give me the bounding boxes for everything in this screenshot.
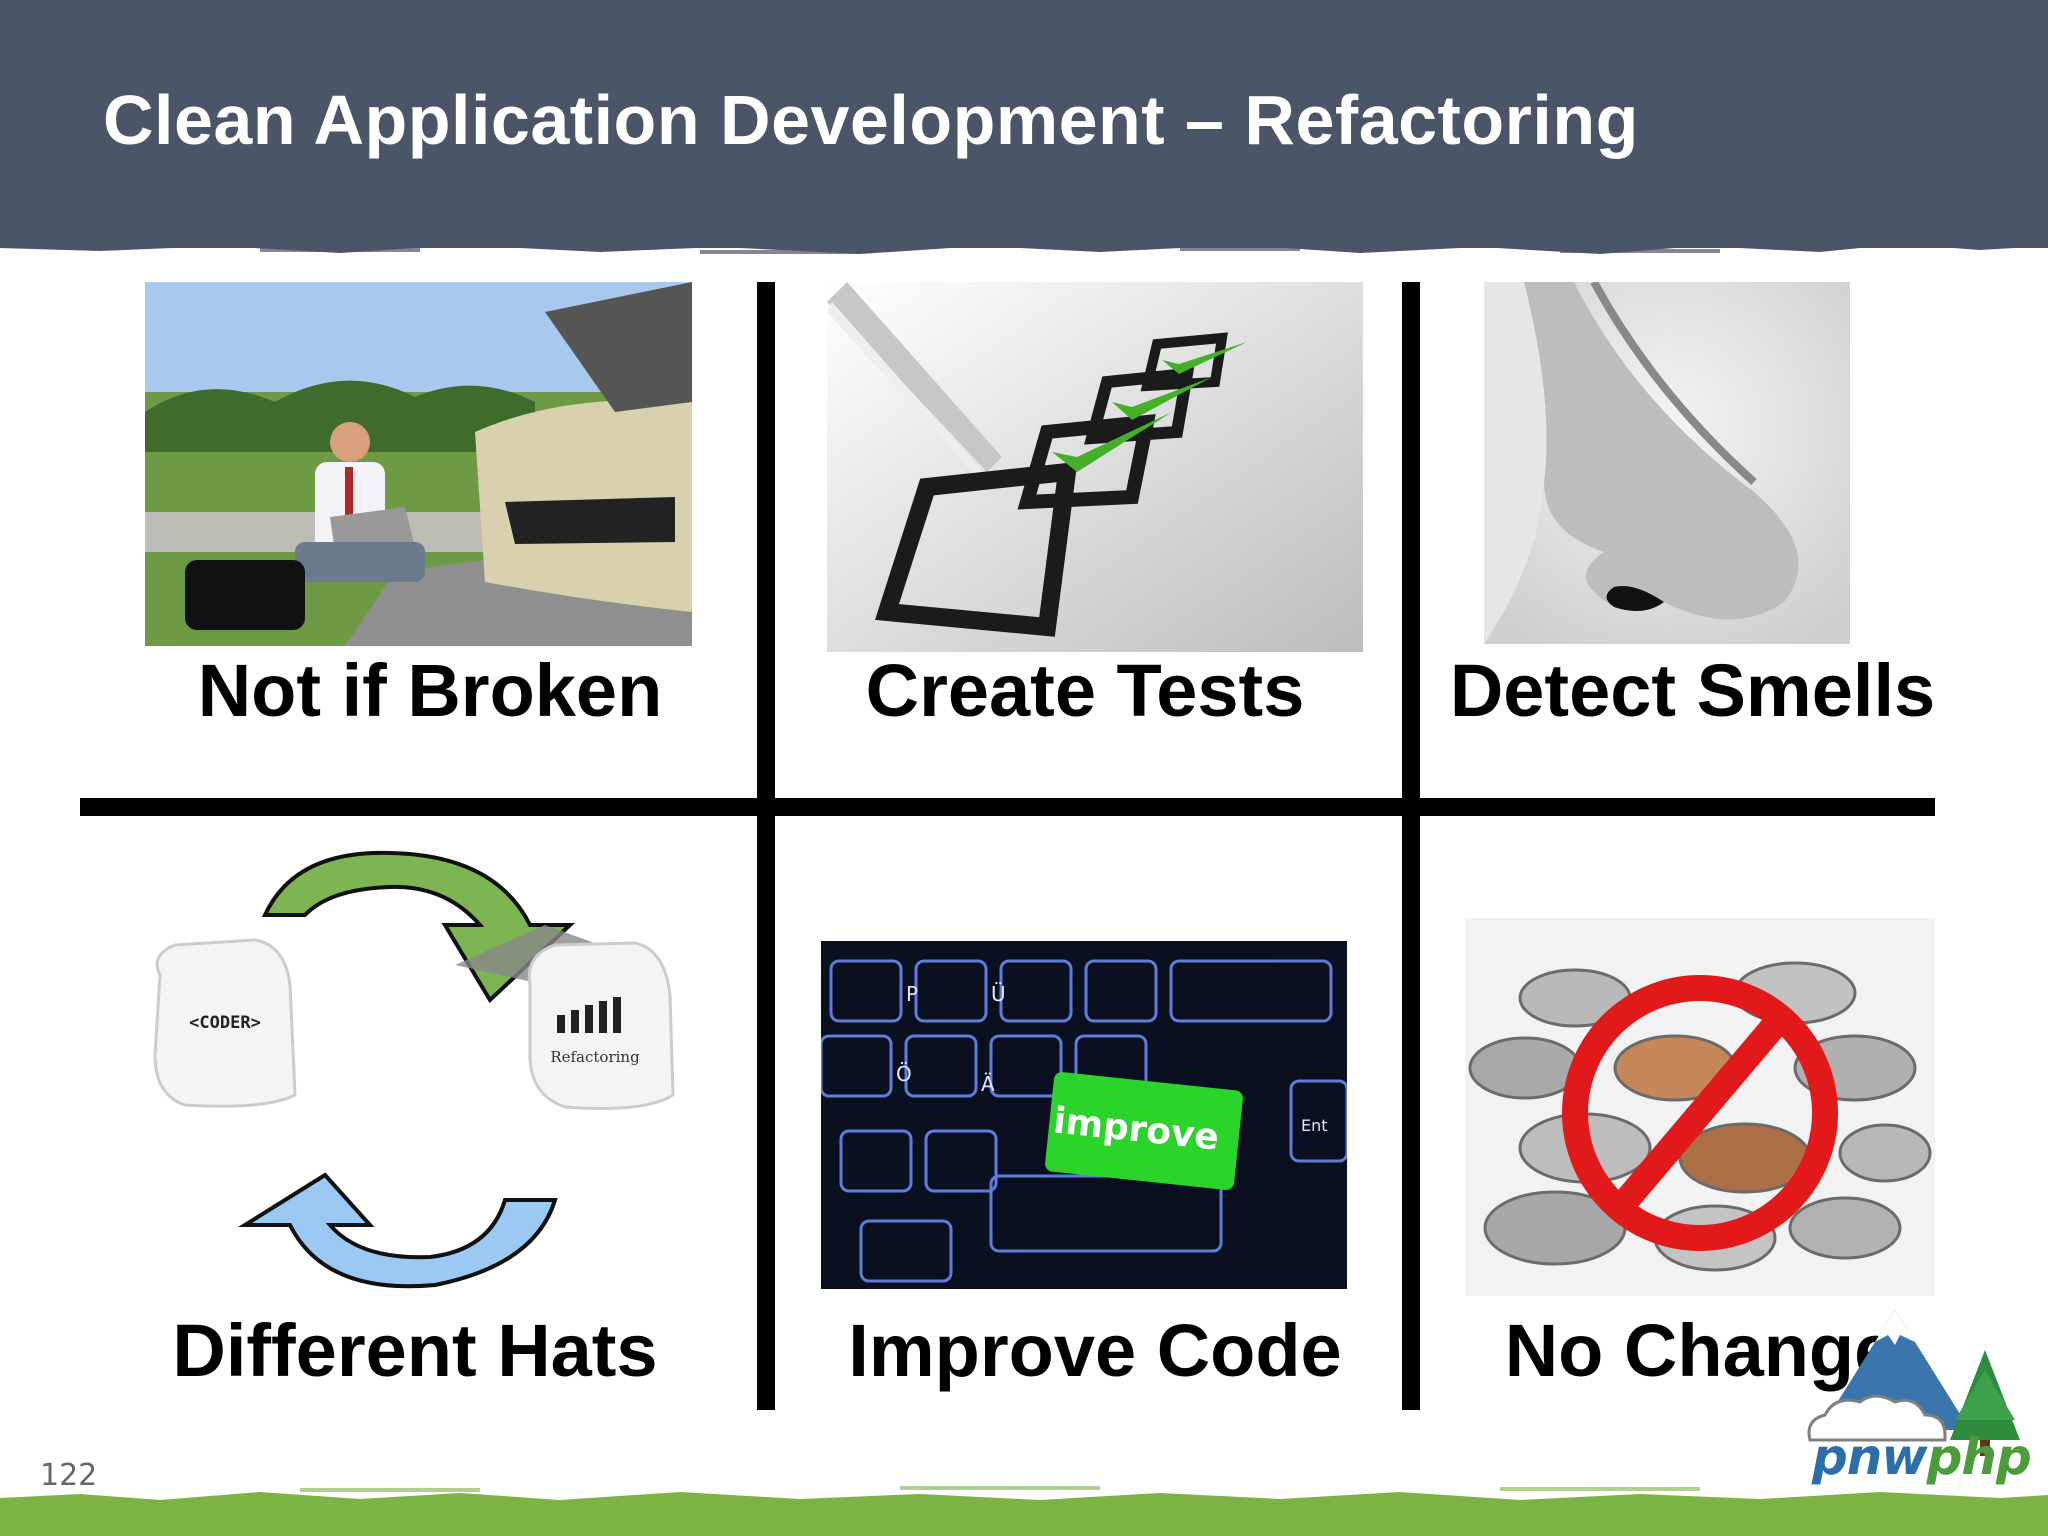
caption-create-tests: Create Tests — [865, 649, 1305, 732]
caption-different-hats: Different Hats — [172, 1309, 658, 1392]
page-number: 122 — [40, 1458, 98, 1493]
key-enter: Ent — [1301, 1116, 1328, 1135]
logo-text-php: php — [1926, 1428, 2032, 1486]
pnwphp-logo-text: pnwphp — [1812, 1428, 2032, 1486]
header-brush-edge — [0, 226, 2048, 254]
checklist-photo — [827, 282, 1363, 652]
no-change-coins-photo — [1465, 918, 1935, 1296]
caption-improve-code: Improve Code — [848, 1309, 1342, 1392]
vertical-divider-right — [1402, 282, 1420, 1410]
refactoring-hat-label: Refactoring — [550, 1048, 640, 1066]
broken-car-photo — [145, 282, 692, 646]
logo-text-pnw: pnw — [1812, 1428, 1928, 1486]
vertical-divider-left — [757, 282, 775, 1410]
caption-not-if-broken: Not if Broken — [197, 649, 663, 732]
horizontal-divider — [80, 798, 1935, 816]
coder-hat-label: <CODER> — [189, 1013, 261, 1033]
caption-detect-smells: Detect Smells — [1449, 649, 1936, 732]
nose-photo — [1484, 282, 1850, 644]
pnwphp-logo — [1807, 1310, 2020, 1456]
footer-grass-band — [0, 1486, 2048, 1536]
key-a-umlaut: Ä — [981, 1072, 995, 1096]
hats-cycle-diagram: <CODER> Refactoring — [145, 845, 690, 1295]
key-u-umlaut: Ü — [991, 982, 1006, 1006]
improve-keyboard-photo: P Ü Ö Ä Ent improve — [821, 941, 1347, 1289]
key-o-umlaut: Ö — [896, 1062, 912, 1086]
caption-no-change: No Change — [1504, 1309, 1896, 1392]
slide-title: Clean Application Development – Refactor… — [103, 81, 1639, 159]
title-bar — [0, 0, 2048, 248]
key-p: P — [906, 982, 918, 1006]
